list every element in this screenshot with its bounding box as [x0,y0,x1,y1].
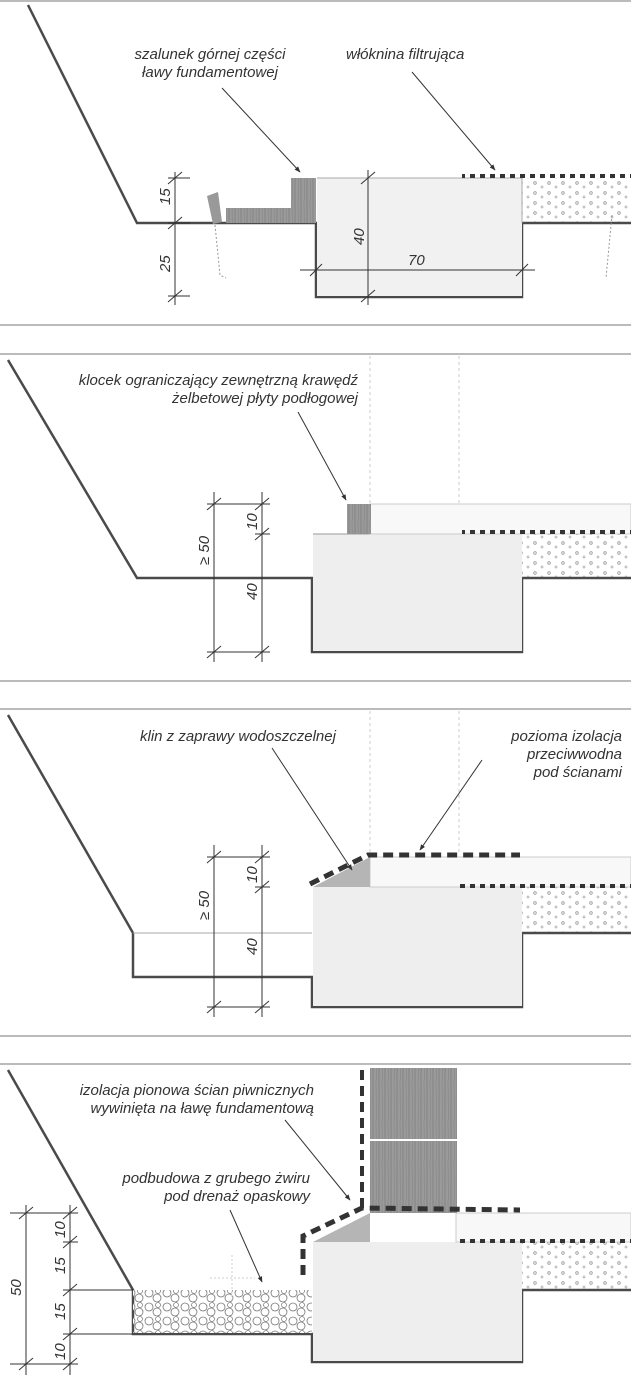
formwork-stake [207,192,222,224]
mortar-wedge [313,1213,370,1242]
subsoil-gravel [522,178,631,222]
footing-concrete [317,178,522,296]
dim-min50: ≥ 50 [196,890,213,920]
slab-outline [369,503,631,535]
dim-15: 15 [157,188,174,205]
label-horizontal-waterproofing: pozioma izolacja przeciwwodna pod ściana… [511,728,622,781]
label-vertical-waterproofing: izolacja pionowa ścian piwnicznych wywin… [79,1082,314,1117]
horizontal-waterproofing [308,852,520,887]
label-formwork: szalunek górnej części ławy fundamentowe… [134,46,286,81]
dim-25: 25 [157,255,174,273]
label-gravel-base: podbudowa z grubego żwiru pod drenaż opa… [122,1170,310,1205]
footing-concrete [313,887,522,1006]
dim-40: 40 [351,228,368,245]
panel-4: 50 10 15 15 10 [6,1068,631,1375]
subsoil-gravel [522,887,631,932]
dim-10-top: 10 [52,1221,69,1238]
panel-1: 15 25 40 70 [26,4,631,305]
leader-vertical [284,1119,351,1201]
geotextile-strip [459,1239,631,1243]
turned-waterproofing [300,1205,521,1275]
geotextile-strip [462,530,631,534]
dim-10: 10 [244,866,261,883]
geotextile-strip [462,174,631,178]
footing-concrete [313,1242,522,1361]
dim-10-bottom: 10 [52,1343,69,1360]
geotextile-strip [459,884,631,888]
coarse-gravel-base [133,1290,312,1333]
slab-outline [455,1212,631,1243]
formwork-post [291,178,316,223]
slab-outline [369,856,631,888]
mortar-wedge [313,857,370,887]
panel-2: ≥ 50 10 40 [6,356,631,662]
panel-3: ≥ 50 10 40 [6,711,631,1017]
label-mortar-wedge: klin z zaprawy wodoszczelnej [140,728,336,745]
leader-geotextile [411,71,496,171]
subsoil-gravel [522,534,631,577]
label-geotextile: włóknina filtrująca [346,46,465,63]
leader-wedge [271,747,353,871]
dim-10: 10 [244,513,261,530]
edge-block [347,504,371,534]
dim-min50: ≥ 50 [196,535,213,565]
dim-15-upper: 15 [52,1257,69,1274]
leader-horizontal [419,759,483,851]
label-edge-block: klocek ograniczający zewnętrzną krawędź … [78,372,358,407]
leader-gravel [229,1209,263,1283]
footing-concrete [313,534,522,651]
leader-block [297,411,347,501]
dim-70: 70 [408,252,425,269]
subsoil-gravel [522,1242,631,1289]
leader-formwork [221,87,301,173]
dim-40: 40 [244,938,261,955]
dim-50: 50 [8,1279,25,1296]
dim-40: 40 [244,583,261,600]
dim-15-lower: 15 [52,1303,69,1320]
